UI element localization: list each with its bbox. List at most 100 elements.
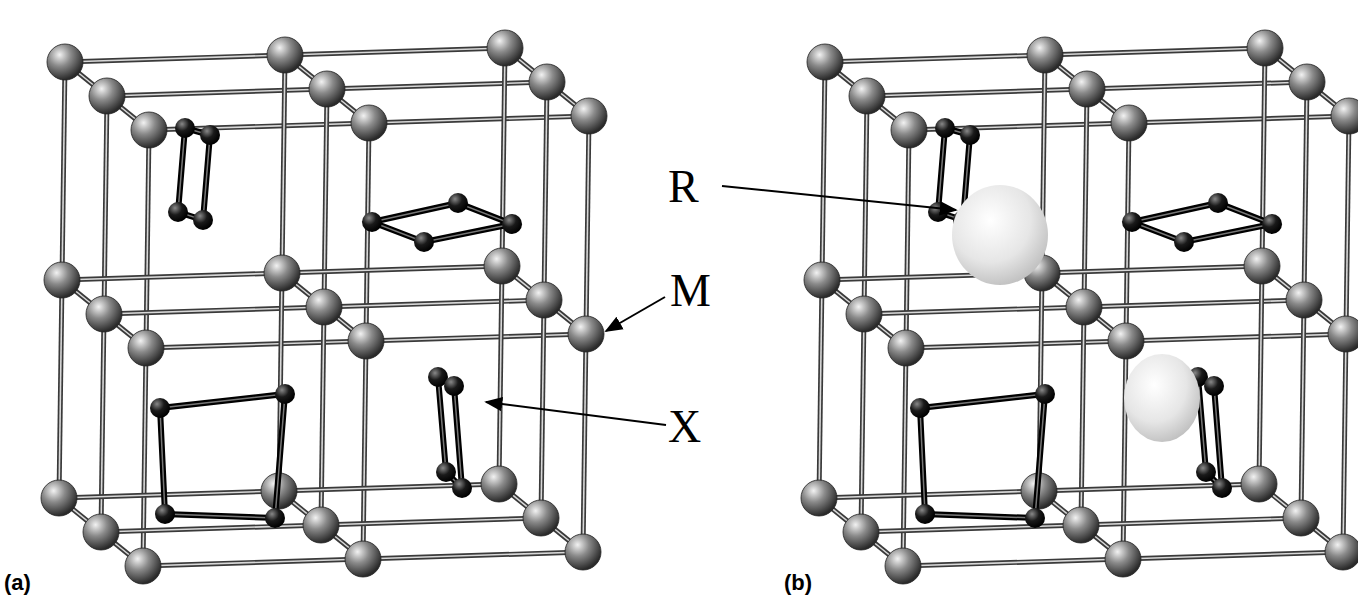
- unit-cell-b: [801, 30, 1358, 584]
- pnictogen-atom: [150, 398, 170, 418]
- metal-atom: [1105, 541, 1141, 577]
- pnictogen-atom: [275, 384, 295, 404]
- lattice-rod-highlight: [104, 96, 107, 314]
- lattice-rod-highlight: [321, 518, 541, 525]
- pnictogen-atom: [502, 214, 522, 234]
- lattice-rod: [104, 307, 324, 314]
- lattice-rod: [59, 280, 62, 498]
- lattice-rod: [861, 314, 864, 532]
- lattice-rod: [1126, 334, 1346, 341]
- lattice-rod-highlight: [1126, 123, 1129, 341]
- lattice-rod-highlight: [864, 96, 867, 314]
- lattice-rod: [583, 334, 586, 552]
- metal-atom: [1069, 71, 1105, 107]
- lattice-rod: [1045, 48, 1265, 55]
- pnictogen-atom: [414, 232, 434, 252]
- pnictogen-atom: [935, 118, 955, 138]
- lattice-rod-highlight: [59, 491, 279, 498]
- lattice-rod-highlight: [146, 341, 366, 348]
- lattice-rod-highlight: [502, 48, 505, 266]
- metal-atom: [1325, 534, 1358, 570]
- metal-atom: [565, 534, 601, 570]
- metal-atom: [264, 255, 300, 291]
- pnictogen-atom: [265, 508, 285, 528]
- pnictogen-atom: [436, 462, 456, 482]
- metal-atom: [303, 507, 339, 543]
- ring-bond-highlight: [920, 394, 1045, 518]
- lattice-rod-highlight: [1304, 82, 1307, 300]
- lattice-rod-highlight: [1081, 518, 1301, 525]
- metal-atom: [484, 248, 520, 284]
- lattice-rod: [906, 341, 1126, 348]
- atom-label: R: [668, 164, 699, 210]
- lattice-rod: [1087, 82, 1307, 89]
- metal-atom: [1066, 289, 1102, 325]
- lattice-rod: [1084, 89, 1087, 307]
- ring-bond: [920, 394, 1045, 518]
- metal-atom: [128, 330, 164, 366]
- pnictogen-atom: [175, 118, 195, 138]
- lattice-rod: [104, 96, 107, 314]
- lattice-rod: [906, 130, 909, 348]
- lattice-rod-highlight: [1259, 266, 1262, 484]
- lattice-rod: [1081, 518, 1301, 525]
- lattice-rod: [101, 525, 321, 532]
- lattice-rod-highlight: [327, 82, 547, 89]
- lattice-rod: [321, 307, 324, 525]
- lattice-rod-highlight: [1301, 300, 1304, 518]
- metal-atom: [526, 282, 562, 318]
- lattice-rod-highlight: [363, 552, 583, 559]
- lattice-rod: [282, 55, 285, 273]
- panel-label: (b): [784, 572, 812, 594]
- atom-label: M: [670, 268, 711, 314]
- lattice-rod: [903, 348, 906, 566]
- lattice-rod-highlight: [321, 307, 324, 525]
- lattice-rod-highlight: [906, 130, 909, 348]
- lattice-rod: [1262, 48, 1265, 266]
- metal-atom: [1286, 282, 1322, 318]
- metal-atom: [568, 316, 604, 352]
- metal-atom: [891, 112, 927, 148]
- lattice-rod: [1346, 116, 1349, 334]
- lattice-rod-highlight: [1129, 116, 1349, 123]
- metal-atom: [306, 289, 342, 325]
- lattice-rod: [822, 62, 825, 280]
- lattice-rod: [282, 266, 502, 273]
- lattice-rod: [1126, 123, 1129, 341]
- metal-atom: [1328, 316, 1358, 352]
- lattice-rod-highlight: [62, 273, 282, 280]
- ring-bond-highlight: [1132, 203, 1272, 242]
- lattice-rod: [369, 116, 589, 123]
- lattice-rod: [1129, 116, 1349, 123]
- lattice-rod-highlight: [104, 307, 324, 314]
- lattice-rod-highlight: [65, 55, 285, 62]
- unit-cell-a: [41, 30, 607, 584]
- pnictogen-atom: [444, 376, 464, 396]
- pnictogen-atom: [910, 398, 930, 418]
- rattler-atom: [952, 185, 1048, 285]
- lattice-rods: [59, 48, 589, 566]
- metal-atom: [86, 296, 122, 332]
- lattice-rod: [146, 341, 366, 348]
- lattice-rod: [62, 62, 65, 280]
- lattice-rod: [324, 300, 544, 307]
- lattice-rod-highlight: [861, 525, 1081, 532]
- lattice-rod-highlight: [101, 525, 321, 532]
- metal-atom: [888, 330, 924, 366]
- lattice-rod-highlight: [819, 491, 1039, 498]
- lattice-rod: [285, 48, 505, 55]
- metal-atom: [843, 514, 879, 550]
- lattice-rod: [1081, 307, 1084, 525]
- lattice-rod: [499, 266, 502, 484]
- lattice-rod-highlight: [583, 334, 586, 552]
- lattice-rod-highlight: [1087, 82, 1307, 89]
- metal-atom: [348, 323, 384, 359]
- lattice-rod: [324, 89, 327, 307]
- lattice-rod-highlight: [1084, 89, 1087, 307]
- metal-atom: [89, 78, 125, 114]
- lattice-rod: [819, 491, 1039, 498]
- lattice-rod-highlight: [1123, 341, 1126, 559]
- lattice-rod-highlight: [59, 280, 62, 498]
- lattice-rod: [327, 82, 547, 89]
- lattice-rod: [1259, 266, 1262, 484]
